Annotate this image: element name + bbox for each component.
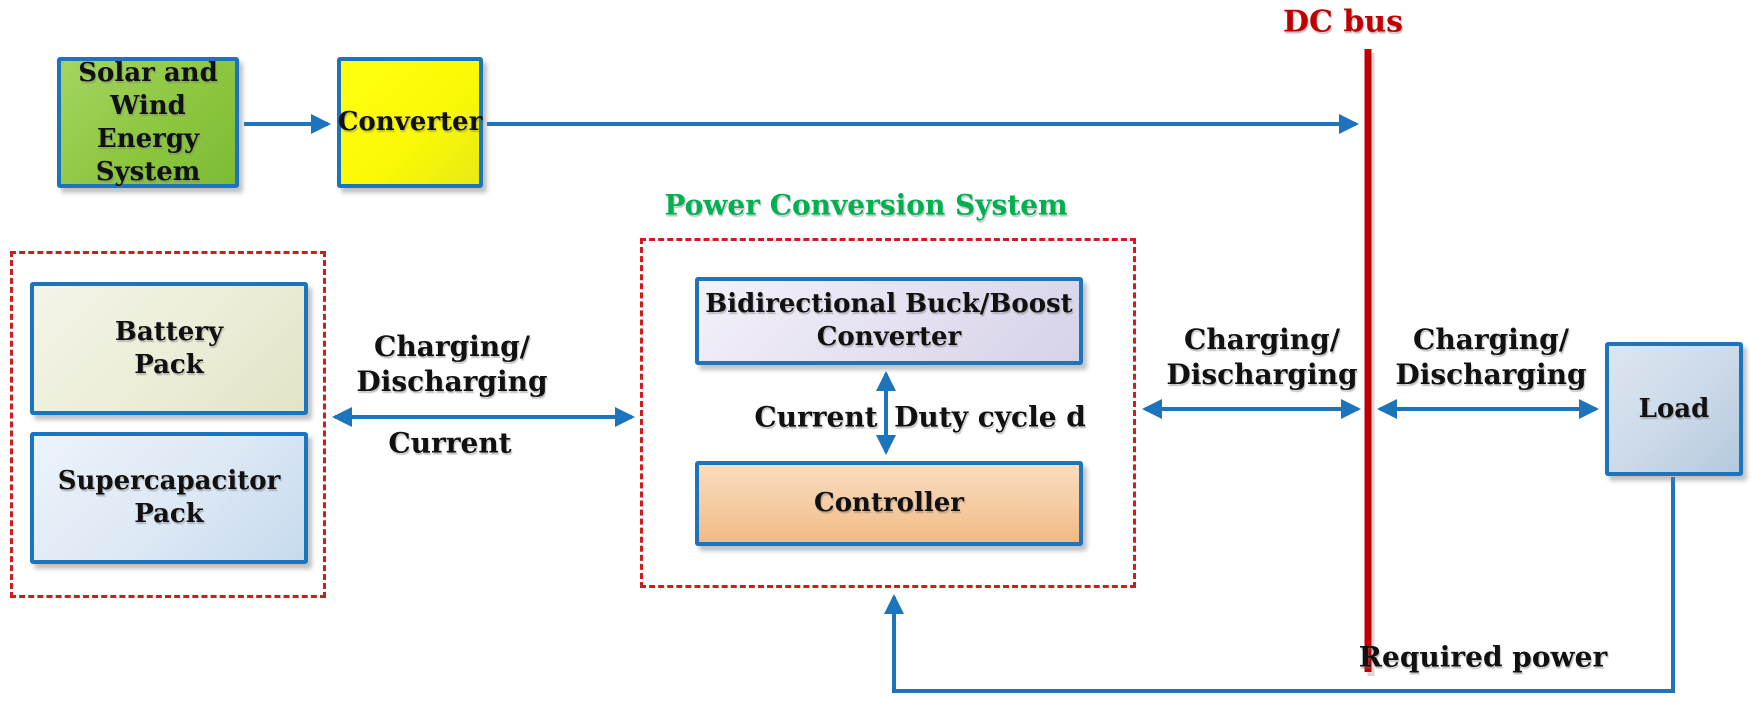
pcs-bus-charging-discharging-label: Charging/ Discharging (1166, 323, 1358, 391)
supercapacitor-pack-label: Supercapacitor Pack (57, 466, 281, 529)
node-supercapacitor-pack: Supercapacitor Pack (30, 432, 308, 564)
left-charging-discharging-label: Charging/ Discharging (356, 330, 548, 398)
node-converter: Converter (337, 57, 483, 188)
converter-current-label: Current (754, 400, 878, 434)
load-label: Load (1638, 393, 1710, 424)
energy-storage-group-border (10, 251, 326, 598)
power-conversion-group-border (640, 238, 1136, 588)
bus-load-charging-discharging-label: Charging/ Discharging (1395, 323, 1587, 391)
node-battery-pack: Battery Pack (30, 282, 308, 415)
power-conversion-system-title: Power Conversion System (664, 188, 1068, 222)
dc-bus-line (1364, 49, 1375, 676)
battery-pack-label: Battery Pack (114, 316, 224, 380)
required-power-label: Required power (1358, 640, 1608, 674)
bidirectional-label: Bidirectional Buck/Boost Converter (705, 289, 1073, 352)
dc-bus-title: DC bus (1282, 4, 1404, 40)
controller-label: Controller (814, 488, 964, 518)
left-current-label: Current (388, 426, 512, 460)
duty-cycle-label: Duty cycle d (894, 400, 1086, 434)
solar-wind-label: Solar and Wind Energy System (78, 57, 218, 187)
node-controller: Controller (695, 461, 1083, 546)
node-load: Load (1605, 342, 1743, 476)
converter-label: Converter (337, 107, 483, 137)
node-bidirectional-buck-boost-converter: Bidirectional Buck/Boost Converter (695, 277, 1083, 365)
node-solar-wind-energy-system: Solar and Wind Energy System (57, 57, 239, 188)
